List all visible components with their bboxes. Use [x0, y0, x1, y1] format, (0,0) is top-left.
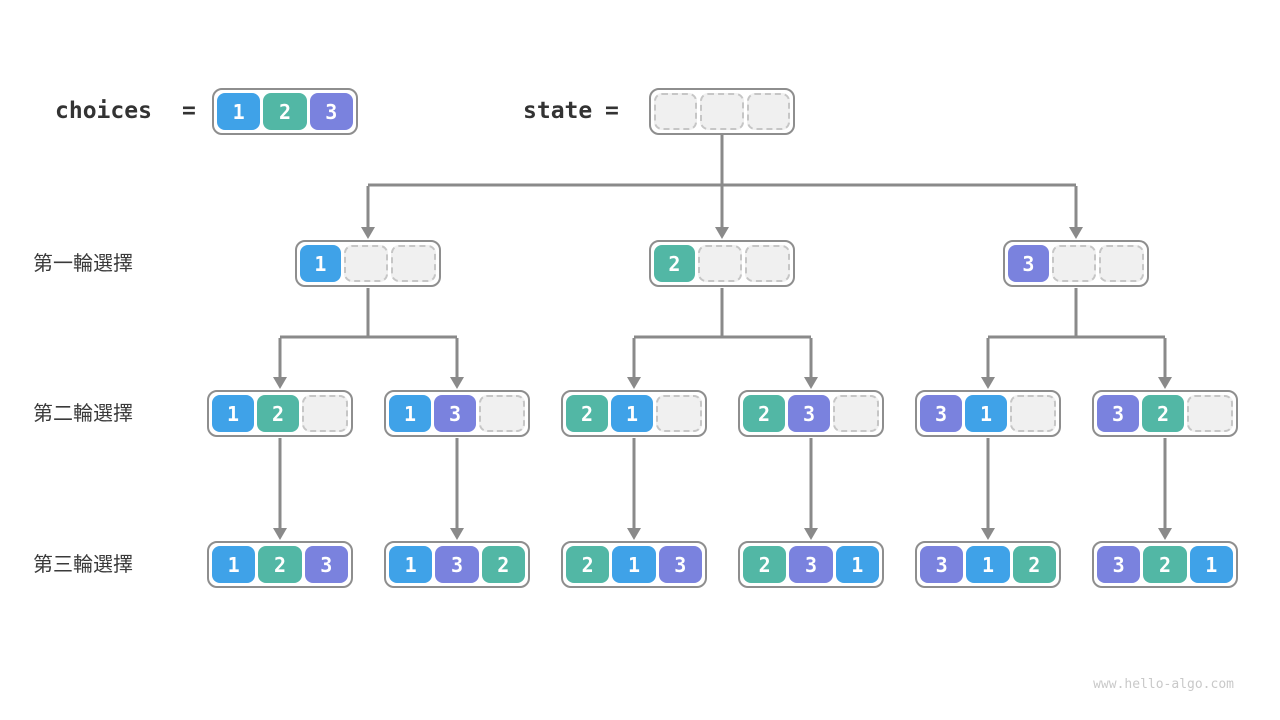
state-cell: 2 — [743, 395, 785, 432]
row-label-round-2: 第二輪選擇 — [33, 401, 133, 425]
choices-cell: 3 — [309, 93, 353, 130]
state-cell: 1 — [300, 245, 341, 282]
tree-node-l3-0: 1 2 3 — [207, 541, 353, 588]
state-cell: 2 — [1012, 546, 1056, 583]
state-cell: 1 — [966, 546, 1010, 583]
row-label-round-3: 第三輪選擇 — [33, 552, 133, 576]
tree-node-l2-4: 3 1 — [915, 390, 1061, 437]
state-cell: 2 — [1143, 546, 1187, 583]
state-cell — [700, 93, 744, 130]
state-cell: 3 — [434, 395, 476, 432]
tree-node-l3-3: 2 3 1 — [738, 541, 884, 588]
tree-node-l2-5: 3 2 — [1092, 390, 1238, 437]
state-array-root — [649, 88, 795, 135]
tree-node-l2-1: 1 3 — [384, 390, 530, 437]
tree-node-l3-2: 2 1 3 — [561, 541, 707, 588]
state-cell — [1099, 245, 1145, 282]
state-cell — [1051, 245, 1097, 282]
tree-node-l3-4: 3 1 2 — [915, 541, 1061, 588]
state-cell — [697, 245, 743, 282]
state-cell: 3 — [920, 395, 962, 432]
state-cell — [391, 245, 437, 282]
state-cell — [1187, 395, 1233, 432]
tree-node-l3-1: 1 3 2 — [384, 541, 530, 588]
choices-array: 1 2 3 — [212, 88, 358, 135]
state-cell: 3 — [435, 546, 479, 583]
state-cell: 1 — [1189, 546, 1233, 583]
state-cell: 3 — [1097, 395, 1139, 432]
state-cell: 2 — [257, 395, 299, 432]
state-cell: 2 — [1142, 395, 1184, 432]
arrowheads — [273, 227, 1172, 540]
state-cell — [656, 395, 702, 432]
state-cell: 1 — [965, 395, 1007, 432]
state-cell: 3 — [1097, 546, 1141, 583]
state-cell: 3 — [788, 395, 830, 432]
state-cell: 1 — [612, 546, 656, 583]
state-cell: 3 — [304, 546, 348, 583]
tree-node-l2-2: 2 1 — [561, 390, 707, 437]
watermark: www.hello-algo.com — [1093, 677, 1234, 692]
state-cell — [479, 395, 525, 432]
state-cell: 1 — [389, 546, 433, 583]
state-cell: 1 — [611, 395, 653, 432]
state-equals-sign: = — [605, 98, 619, 124]
state-cell: 3 — [1008, 245, 1049, 282]
tree-node-l2-0: 1 2 — [207, 390, 353, 437]
state-cell: 3 — [658, 546, 702, 583]
state-cell: 3 — [920, 546, 964, 583]
tree-node-l1-2: 3 — [1003, 240, 1149, 287]
state-cell: 2 — [743, 546, 787, 583]
state-cell — [302, 395, 348, 432]
choices-cell: 1 — [217, 93, 261, 130]
state-cell — [654, 93, 698, 130]
choices-equals-sign: = — [182, 98, 196, 124]
state-cell — [833, 395, 879, 432]
choices-label: choices — [55, 98, 152, 124]
tree-node-l1-1: 2 — [649, 240, 795, 287]
state-cell — [745, 245, 791, 282]
state-cell: 3 — [789, 546, 833, 583]
choices-cell: 2 — [263, 93, 307, 130]
state-cell: 2 — [566, 395, 608, 432]
state-cell: 2 — [481, 546, 525, 583]
state-cell — [343, 245, 389, 282]
tree-node-l3-5: 3 2 1 — [1092, 541, 1238, 588]
state-cell — [1010, 395, 1056, 432]
state-cell: 2 — [258, 546, 302, 583]
state-cell — [746, 93, 790, 130]
state-cell: 1 — [212, 546, 256, 583]
row-label-round-1: 第一輪選擇 — [33, 251, 133, 275]
state-label: state — [523, 98, 593, 124]
tree-node-l2-3: 2 3 — [738, 390, 884, 437]
tree-node-l1-0: 1 — [295, 240, 441, 287]
state-cell: 2 — [654, 245, 695, 282]
state-cell: 1 — [212, 395, 254, 432]
state-cell: 1 — [389, 395, 431, 432]
state-cell: 1 — [835, 546, 879, 583]
state-cell: 2 — [566, 546, 610, 583]
